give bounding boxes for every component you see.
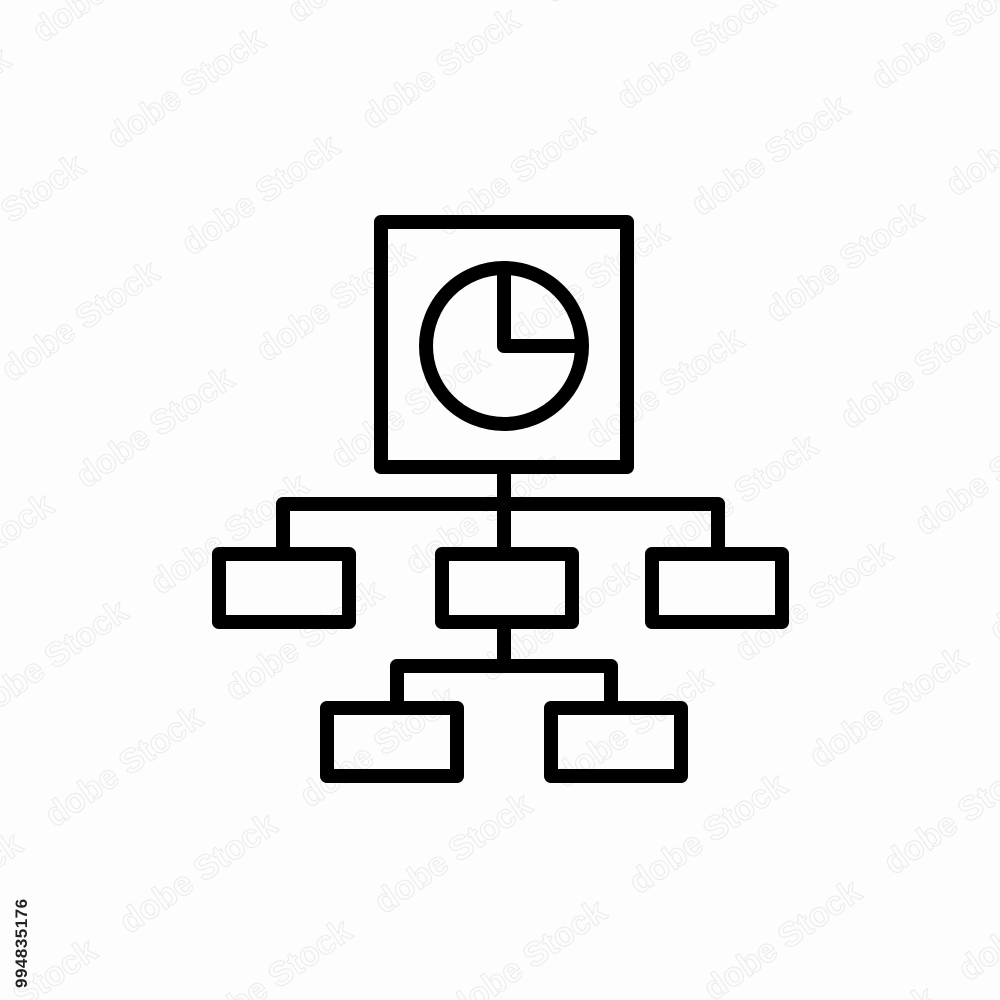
middle-center-box xyxy=(435,547,579,629)
lower-branch-connector xyxy=(390,659,618,708)
stock-id-label: 994835176 xyxy=(12,898,31,988)
bottom-left-box xyxy=(320,701,464,783)
branch-connector xyxy=(276,497,725,554)
middle-left-box xyxy=(212,547,356,629)
middle-right-box xyxy=(645,547,789,629)
bottom-right-box xyxy=(544,701,688,783)
pie-slice xyxy=(497,268,582,353)
